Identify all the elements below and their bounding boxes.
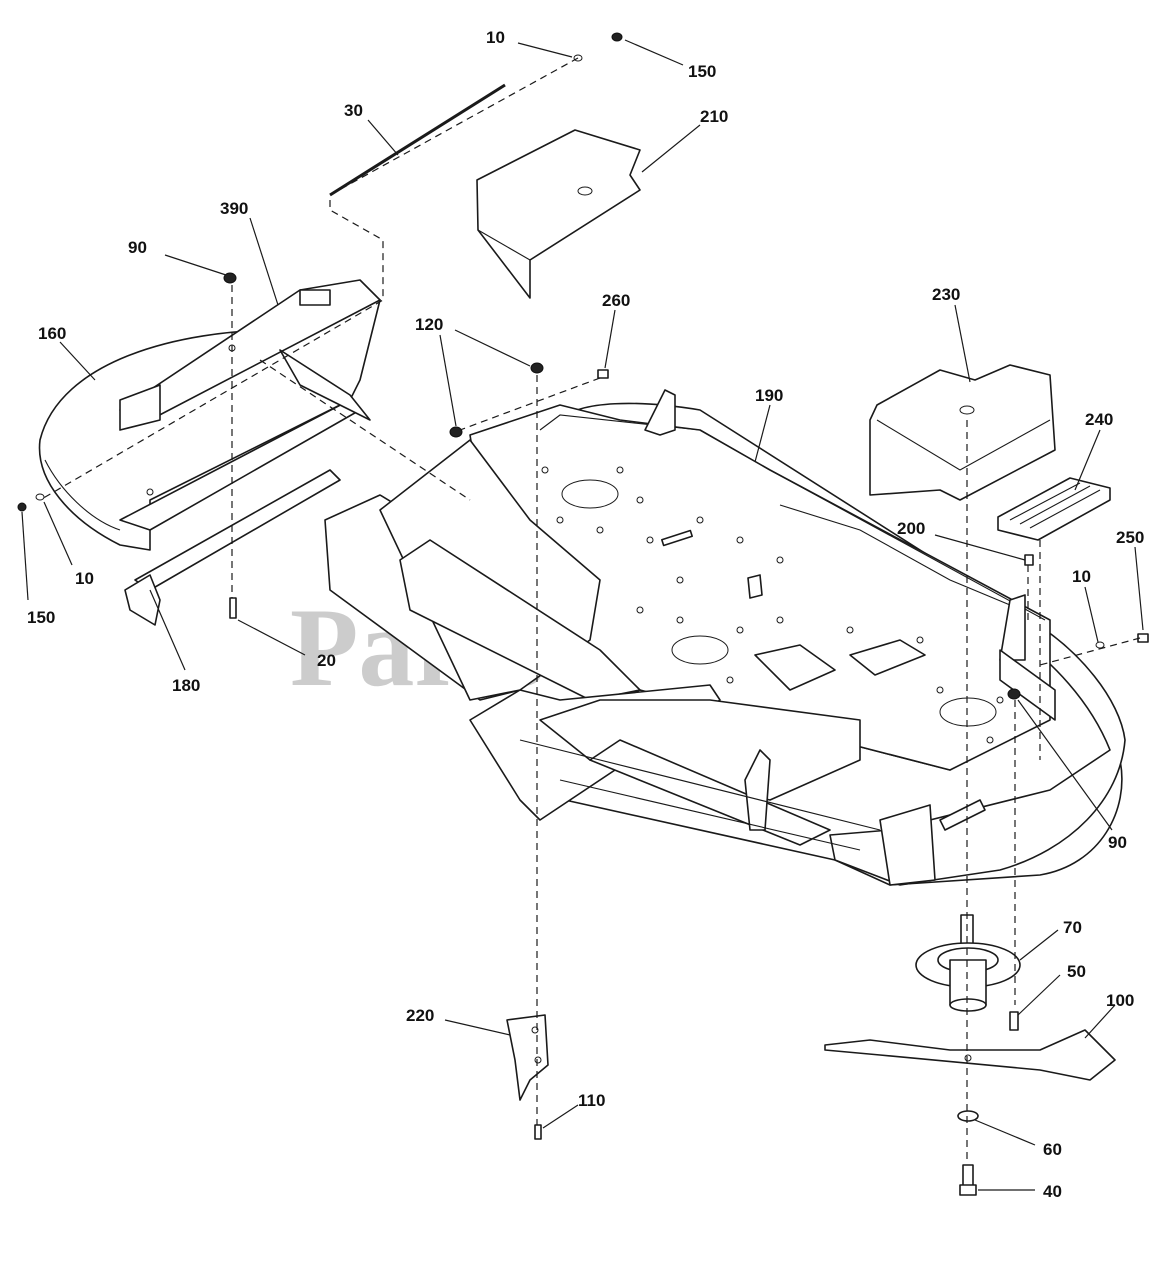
- spindle-70: [915, 914, 1021, 1012]
- callout-250: 250: [1116, 528, 1144, 547]
- callout-10-right: 10: [1072, 567, 1091, 586]
- callout-10-left: 10: [75, 569, 94, 588]
- callout-230: 230: [932, 285, 960, 304]
- callout-390: 390: [220, 199, 248, 218]
- callout-10-top: 10: [486, 28, 505, 47]
- callout-260: 260: [602, 291, 630, 310]
- cover-210: [476, 129, 641, 299]
- cover-230: [869, 364, 1056, 501]
- callout-40: 40: [1043, 1182, 1062, 1201]
- callout-160: 160: [38, 324, 66, 343]
- callout-220: 220: [406, 1006, 434, 1025]
- callout-150-top: 150: [688, 62, 716, 81]
- callout-30: 30: [344, 101, 363, 120]
- callout-190: 190: [755, 386, 783, 405]
- callout-100: 100: [1106, 991, 1134, 1010]
- callout-90-left: 90: [128, 238, 147, 257]
- callout-120: 120: [415, 315, 443, 334]
- callout-150-left: 150: [27, 608, 55, 627]
- bracket-220: [506, 1014, 549, 1101]
- callout-50: 50: [1067, 962, 1086, 981]
- callouts: 10 150 30 210 390 90 160 120 260 230 190…: [27, 28, 1144, 1201]
- leader-lines: [21, 39, 1144, 1191]
- callout-90-right: 90: [1108, 833, 1127, 852]
- callout-70: 70: [1063, 918, 1082, 937]
- callout-20: 20: [317, 651, 336, 670]
- callout-110: 110: [578, 1091, 605, 1110]
- deck-holes: [541, 466, 1004, 744]
- blade-100: [824, 1029, 1116, 1081]
- callout-60: 60: [1043, 1140, 1062, 1159]
- callout-180: 180: [172, 676, 200, 695]
- rod-30: [329, 83, 506, 197]
- pad-240: [997, 477, 1111, 541]
- bracket-390: [119, 279, 381, 431]
- assembly-lines: [39, 57, 1141, 1160]
- mower-deck-190: [324, 389, 1126, 886]
- callout-200: 200: [897, 519, 925, 538]
- discharge-chute-160: [38, 299, 381, 551]
- callout-240: 240: [1085, 410, 1113, 429]
- callout-210: 210: [700, 107, 728, 126]
- strap-180: [124, 469, 341, 626]
